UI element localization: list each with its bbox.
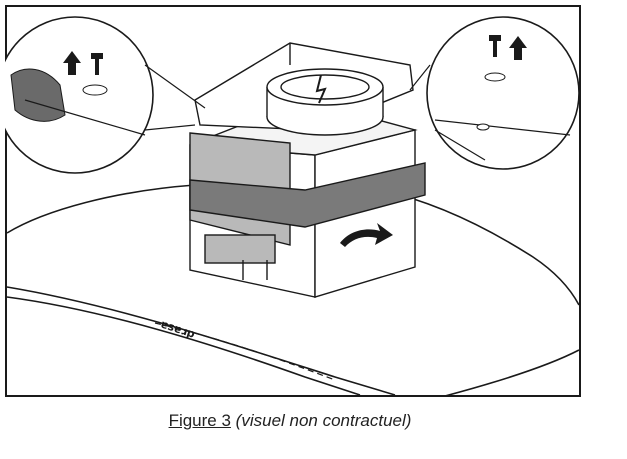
caption-label: Figure 3 — [168, 411, 231, 430]
figure-caption: Figure 3 (visuel non contractuel) — [0, 411, 580, 431]
rotate-arrow-icon — [340, 223, 393, 247]
arrow-up-icon — [509, 36, 527, 60]
motor-housing — [189, 99, 426, 298]
installation-illustration: ɐsɐɹp — [5, 5, 581, 397]
arrow-up-icon — [63, 51, 81, 75]
screw-icon — [489, 35, 501, 57]
caption-note: (visuel non contractuel) — [235, 411, 412, 430]
screw-icon — [91, 53, 103, 75]
duct-outlet — [266, 68, 384, 136]
detail-circle-right — [409, 16, 580, 170]
adhesive-tape — [189, 162, 426, 228]
detail-circle-left — [5, 16, 206, 174]
